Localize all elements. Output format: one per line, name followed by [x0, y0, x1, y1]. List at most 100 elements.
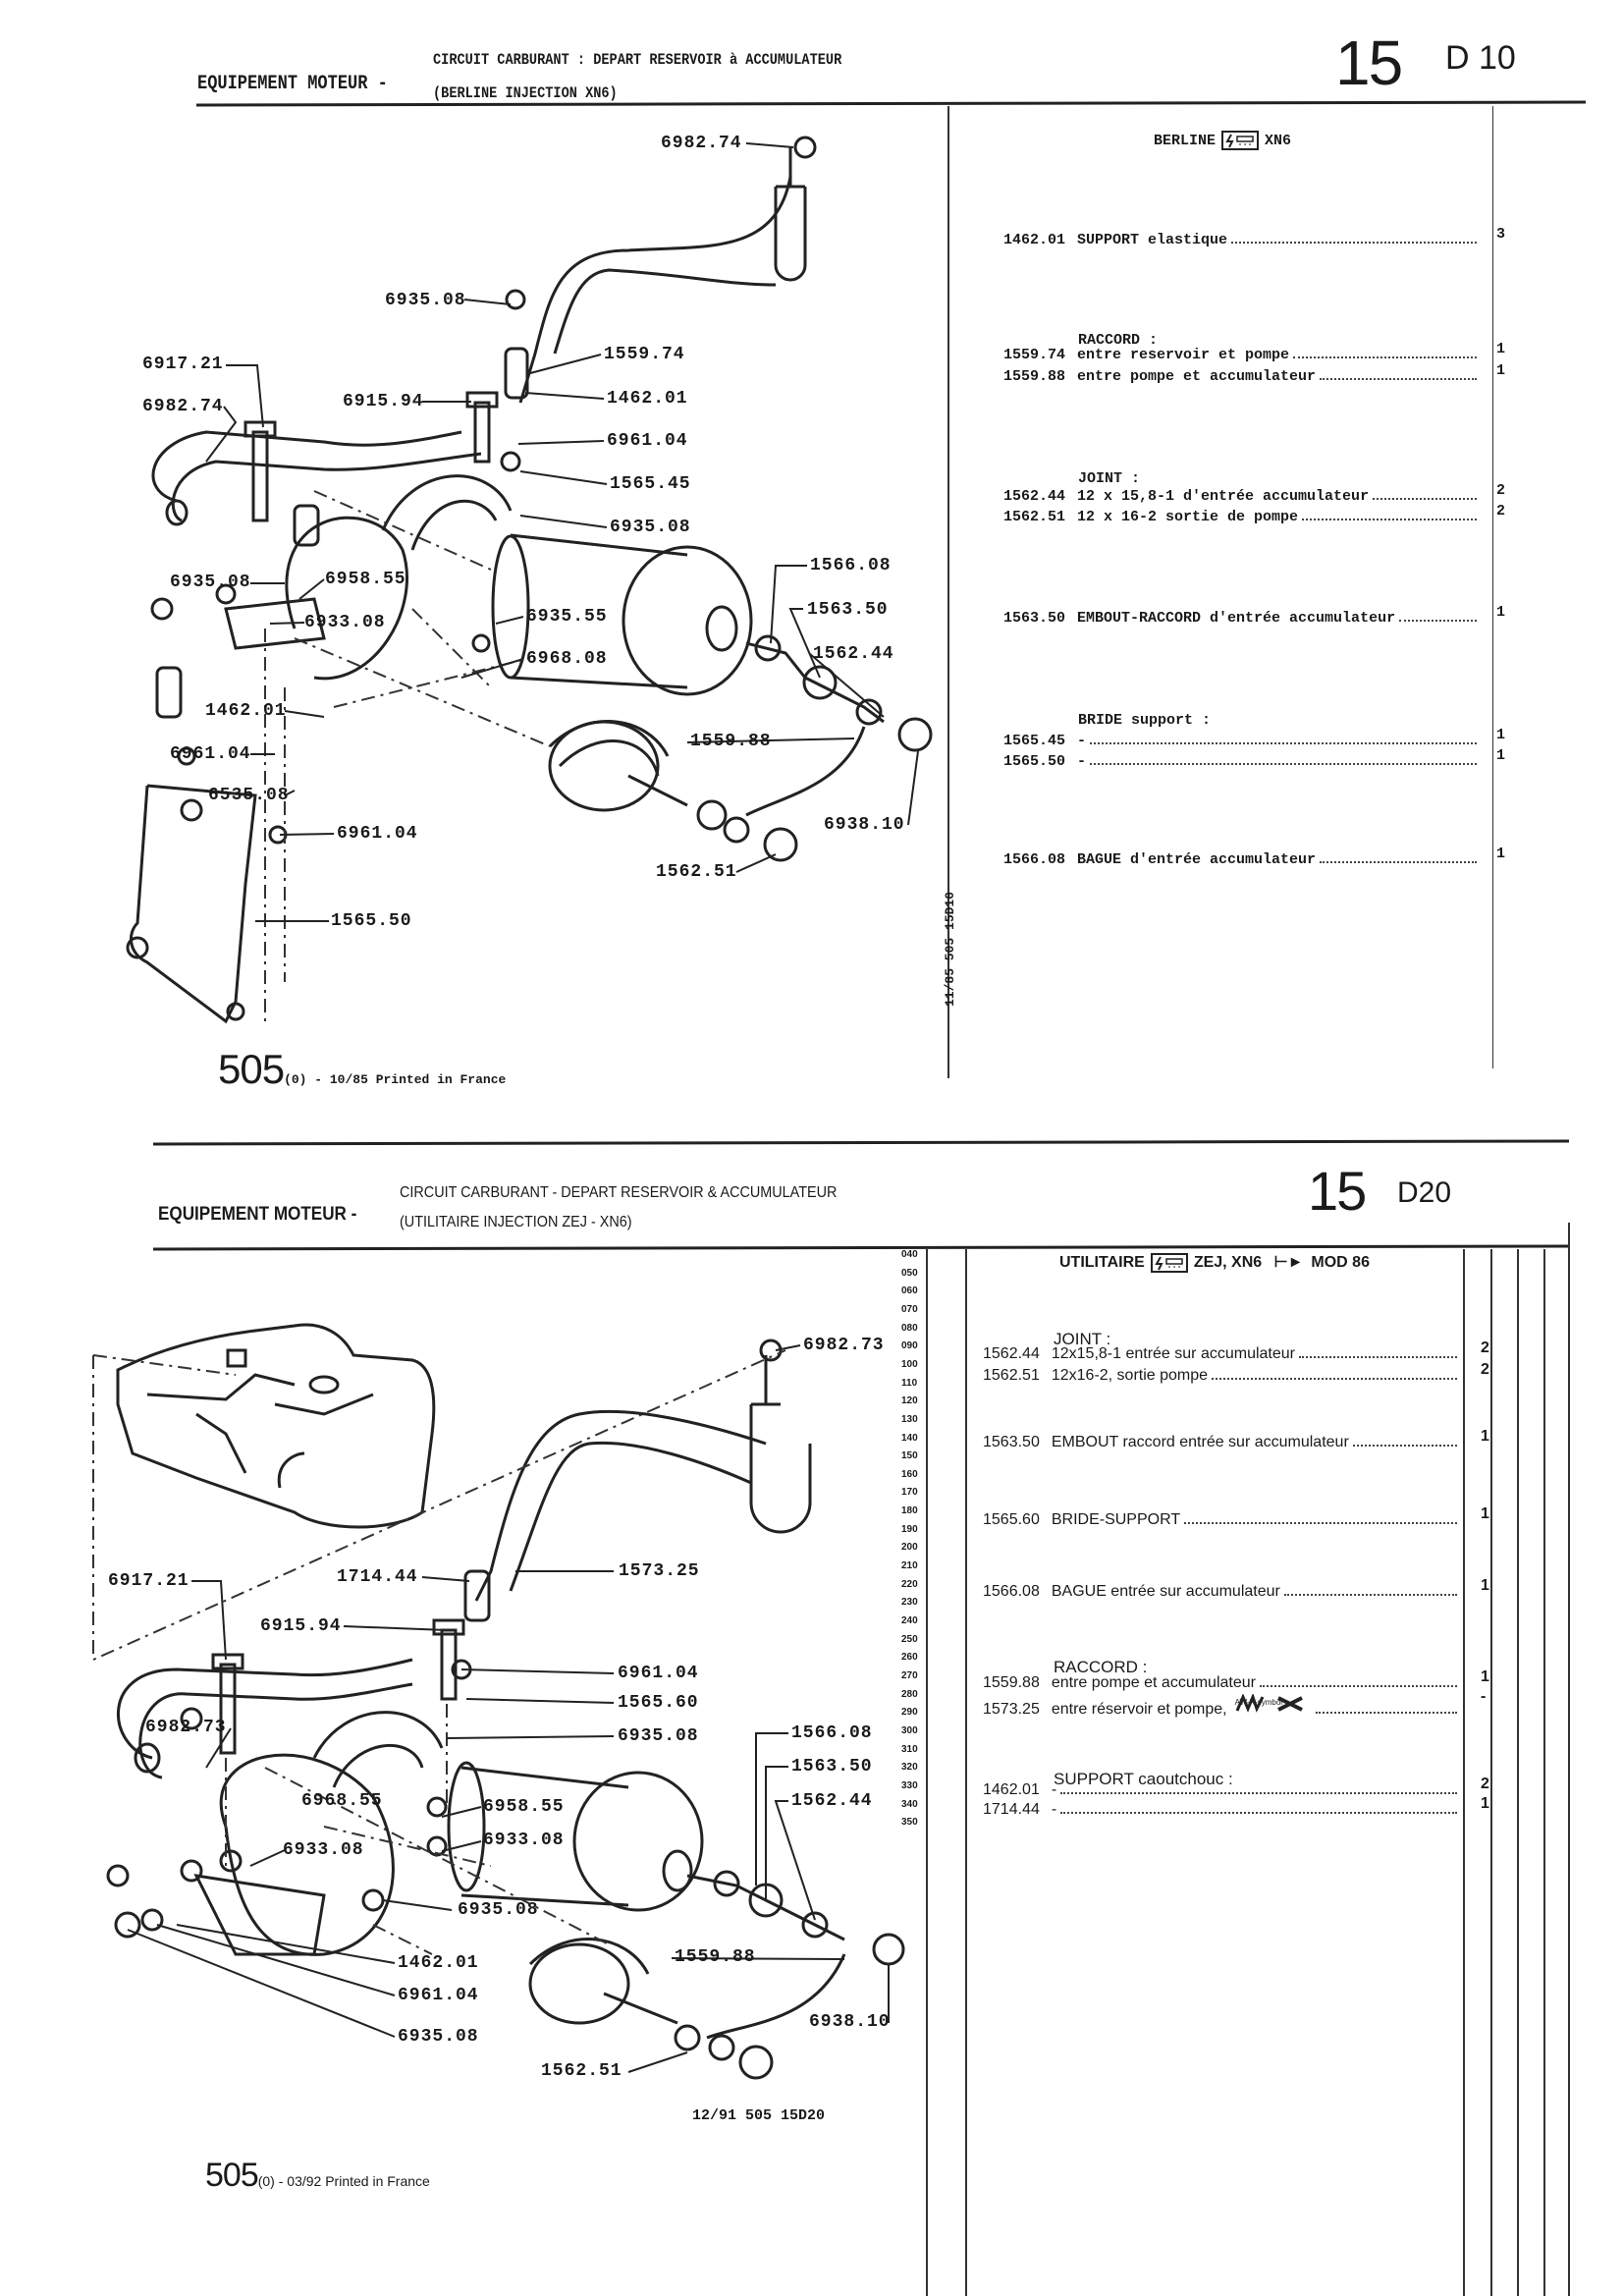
row-number: 140	[901, 1432, 918, 1444]
part-reference: 1559.88	[1003, 368, 1066, 385]
part-callout-label: 6935.08	[170, 573, 251, 592]
part-reference: 1462.01	[1003, 232, 1066, 248]
part-callout-label: 6961.04	[170, 744, 251, 764]
pipe-1559-74	[518, 176, 792, 404]
row-number: 120	[901, 1395, 918, 1407]
part-description: -	[1077, 753, 1087, 770]
callout-leader-line	[735, 853, 777, 873]
callout-leader-line	[671, 1957, 845, 1960]
part-callout-label: 6935.08	[610, 518, 691, 537]
part-quantity: 1	[1481, 1577, 1489, 1594]
bottom-divider-7	[1568, 1223, 1570, 2296]
parts-list-row: 1462.01-	[983, 1781, 1461, 1799]
row-number: 350	[901, 1817, 918, 1829]
bottom-page-code: D20	[1397, 1176, 1452, 1209]
part-quantity: -	[1481, 1688, 1487, 1705]
part-callout-label: 6982.73	[803, 1336, 885, 1355]
fuel-tank	[116, 1323, 436, 1529]
bottom-footer: 505(0) - 03/92 Printed in France	[205, 2159, 430, 2192]
row-number: 160	[901, 1468, 918, 1480]
part-quantity: 1	[1481, 1505, 1489, 1522]
row-number: 190	[901, 1523, 918, 1535]
part-reference: 1565.60	[983, 1511, 1040, 1528]
part-reference: 1563.50	[1003, 610, 1066, 627]
part-reference: 1559.88	[983, 1674, 1040, 1691]
row-number: 170	[901, 1487, 918, 1499]
row-number: 200	[901, 1542, 918, 1554]
dot-leader	[1283, 1594, 1457, 1596]
part-callout-label: 6968.55	[301, 1791, 383, 1811]
part-callout-label: 1559.88	[690, 732, 772, 751]
injection-icon	[1150, 1252, 1188, 1273]
row-number: 220	[901, 1578, 918, 1590]
callout-leader-line	[907, 750, 919, 826]
dot-leader	[1212, 1378, 1457, 1380]
row-number: 300	[901, 1724, 918, 1736]
part-callout-label: 6917.21	[142, 355, 224, 374]
callout-leader-line	[226, 364, 264, 428]
bottom-group-number: 15	[1308, 1160, 1367, 1222]
part-reference: 1563.50	[983, 1434, 1040, 1450]
bottom-subtitle-2: (UTILITAIRE INJECTION ZEJ - XN6)	[400, 1214, 632, 1230]
part-callout-label: 1565.50	[331, 911, 412, 931]
row-number: 240	[901, 1615, 918, 1626]
part-callout-label: 1462.01	[607, 389, 688, 409]
part-callout-label: 6935.08	[458, 1900, 539, 1920]
part-reference: 1566.08	[983, 1583, 1040, 1600]
dot-leader	[1315, 1712, 1457, 1714]
part-reference: 1565.50	[1003, 753, 1066, 770]
part-callout-label: 6982.74	[142, 397, 224, 416]
bottom-footer-model: 505	[205, 2157, 259, 2194]
dot-leader	[1293, 356, 1477, 358]
part-reference: 1462.01	[983, 1781, 1040, 1798]
part-reference: 1566.08	[1003, 851, 1066, 868]
callout-leader-line	[519, 515, 608, 528]
callout-leader-line	[343, 1625, 448, 1631]
part-callout-label: 1573.25	[619, 1561, 700, 1581]
bottom-header-engines: ZEJ, XN6	[1193, 1254, 1263, 1271]
part-description: -	[1051, 1801, 1057, 1818]
parts-list-row: 1714.44-	[983, 1801, 1461, 1819]
callout-leader-line	[176, 1924, 396, 1964]
part-quantity: 1	[1496, 747, 1506, 764]
part-callout-label: 1562.51	[656, 862, 737, 882]
callout-leader-line	[460, 658, 524, 679]
part-callout-label: 1559.74	[604, 345, 685, 364]
part-callout-label: 1462.01	[205, 701, 287, 721]
part-callout-label: 6935.55	[526, 607, 608, 627]
part-callout-label: 6915.94	[343, 392, 424, 411]
part-callout-label: 1566.08	[810, 556, 892, 575]
top-exploded-diagram	[126, 136, 933, 1024]
dot-leader	[1259, 1685, 1457, 1687]
part-quantity: 1	[1481, 1668, 1489, 1685]
row-number: 070	[901, 1303, 918, 1315]
dot-leader	[1302, 519, 1477, 520]
row-number: 210	[901, 1560, 918, 1572]
callout-leader-line	[774, 1800, 816, 1921]
dot-leader	[1231, 242, 1477, 244]
row-number: 130	[901, 1413, 918, 1425]
callout-leader-line	[191, 1580, 227, 1661]
part-callout-label: 6915.94	[260, 1616, 342, 1636]
callout-leader-line	[809, 653, 885, 718]
part-callout-label: 1562.51	[541, 2061, 622, 2081]
callout-leader-line	[382, 1899, 453, 1911]
callout-leader-line	[441, 1806, 482, 1818]
list-group-heading: JOINT :	[1054, 1330, 1111, 1348]
callout-leader-line	[284, 790, 296, 796]
dot-leader	[1320, 861, 1477, 863]
part-description: entre reservoir et pompe	[1077, 347, 1290, 363]
row-number: 250	[901, 1633, 918, 1645]
part-reference: 1565.45	[1003, 733, 1066, 749]
part-quantity: 1	[1496, 362, 1506, 379]
bottom-divider-6	[1543, 1249, 1545, 2296]
part-description: 12 x 15,8-1 d'entrée accumulateur	[1077, 488, 1370, 505]
row-number: 150	[901, 1450, 918, 1462]
part-callout-label: 1559.88	[675, 1947, 756, 1967]
part-callout-label: 6917.21	[108, 1571, 189, 1591]
